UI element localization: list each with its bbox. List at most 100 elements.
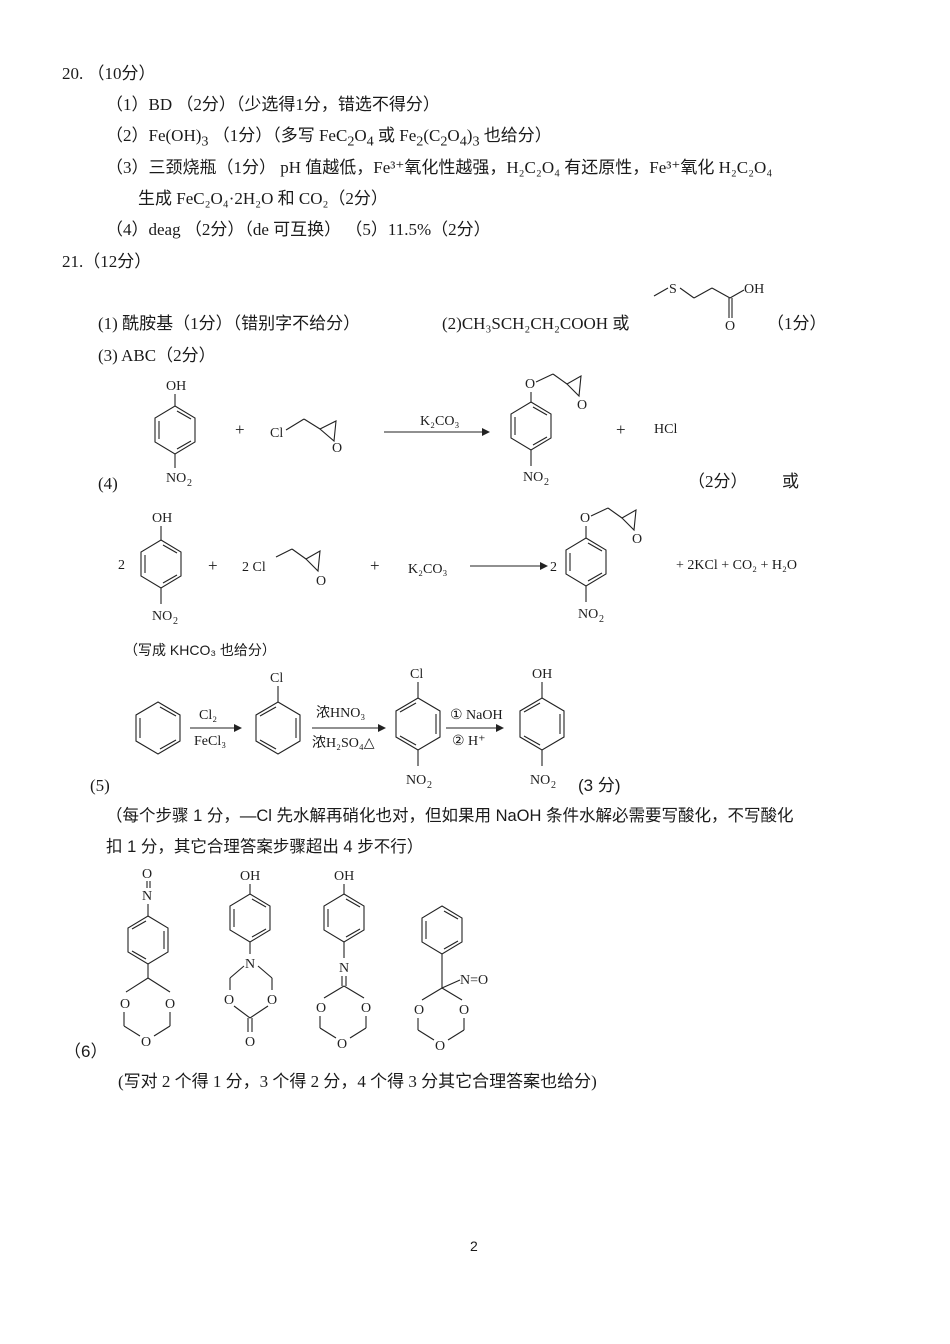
svg-text:Cl: Cl bbox=[270, 426, 283, 441]
svg-text:O: O bbox=[267, 993, 277, 1008]
svg-text:N: N bbox=[245, 957, 255, 972]
svg-text:NO: NO bbox=[578, 607, 598, 622]
reagent-k2co3: K₂CO₃ bbox=[420, 414, 460, 429]
step1-catalyst: FeCl₃ bbox=[194, 734, 227, 749]
svg-text:O: O bbox=[632, 532, 642, 547]
svg-text:O: O bbox=[316, 1001, 326, 1016]
svg-text:OH: OH bbox=[744, 282, 764, 297]
q21-part4-score: （2分） bbox=[688, 472, 748, 491]
alt-products: + 2KCl + CO₂ + H₂O bbox=[676, 558, 797, 573]
svg-text:Cl: Cl bbox=[270, 671, 283, 686]
reaction-arrow bbox=[446, 724, 504, 732]
structure-benzene bbox=[135, 701, 181, 755]
plus-sign: + bbox=[616, 420, 626, 439]
svg-text:O: O bbox=[459, 1003, 469, 1018]
reagent-k2co3-alt: K₂CO₃ bbox=[408, 562, 448, 577]
svg-text:N=O: N=O bbox=[460, 973, 488, 988]
svg-text:O: O bbox=[245, 1035, 255, 1050]
svg-text:O: O bbox=[142, 867, 152, 882]
isomer-1-nitroso-phenyl-trioxane: O N O O O bbox=[120, 867, 175, 1050]
svg-text:2: 2 bbox=[599, 614, 604, 625]
reaction-arrow bbox=[312, 724, 386, 732]
svg-text:NO: NO bbox=[152, 609, 172, 624]
svg-text:2: 2 bbox=[173, 616, 178, 627]
svg-text:OH: OH bbox=[152, 511, 172, 526]
plus-sign: + bbox=[235, 420, 245, 439]
svg-text:O: O bbox=[332, 441, 342, 456]
svg-text:O: O bbox=[224, 993, 234, 1008]
q20-part4-5: （4）deag （2分）（de 可互换） （5）11.5%（2分） bbox=[106, 220, 491, 239]
svg-text:OH: OH bbox=[166, 379, 186, 394]
q21-part5-note-line1: （每个步骤 1 分，—Cl 先水解再硝化也对，但如果用 NaOH 条件水解必需要… bbox=[106, 807, 794, 825]
svg-text:2: 2 bbox=[551, 780, 556, 791]
svg-text:O: O bbox=[120, 997, 130, 1012]
svg-text:2: 2 bbox=[544, 477, 549, 488]
svg-text:O: O bbox=[577, 398, 587, 413]
structure-methylthiopropanoic-acid: S OH O bbox=[653, 282, 764, 334]
svg-text:OH: OH bbox=[334, 869, 354, 884]
reaction-arrow bbox=[470, 562, 548, 570]
step3-acidify: ② H⁺ bbox=[452, 734, 486, 749]
q20-part3-line1: （3）三颈烧瓶（1分） pH 值越低，Fe³⁺氧化性越强，H₂C₂O₄ 有还原性… bbox=[106, 158, 773, 177]
svg-text:O: O bbox=[361, 1001, 371, 1016]
byproduct-hcl: HCl bbox=[654, 422, 678, 437]
q21-part6-label: （6） bbox=[64, 1042, 108, 1061]
svg-text:O: O bbox=[165, 997, 175, 1012]
q21-part3: (3) ABC（2分） bbox=[98, 346, 216, 365]
q20-part3-line2: 生成 FeC₂O₄·2H₂O 和 CO₂（2分） bbox=[138, 189, 388, 208]
structure-chlorobenzene: Cl bbox=[255, 671, 301, 755]
svg-text:OH: OH bbox=[240, 869, 260, 884]
q20-part2: （2）Fe(OH)3 （1分）（多写 FeC2O4 或 Fe2(C2O4)3 也… bbox=[106, 126, 552, 150]
q21-part4-label: (4) bbox=[98, 474, 118, 493]
svg-text:O: O bbox=[525, 377, 535, 392]
step2-conditions: 浓H₂SO₄△ bbox=[312, 736, 375, 751]
reaction-arrow bbox=[190, 724, 242, 732]
svg-text:S: S bbox=[669, 282, 677, 297]
coef-product: 2 bbox=[550, 560, 557, 575]
svg-text:O: O bbox=[337, 1037, 347, 1052]
svg-text:O: O bbox=[141, 1035, 151, 1050]
reaction-arrow bbox=[384, 428, 490, 436]
coef-epichlorohydrin: 2 Cl bbox=[242, 560, 266, 575]
isomer-4-phenyl-nitroso-trioxane: N=O O O O bbox=[414, 905, 488, 1054]
structure-epichlorohydrin: Cl O bbox=[270, 418, 342, 456]
page-number: 2 bbox=[470, 1238, 478, 1254]
structure-epichlorohydrin-alt: O bbox=[275, 548, 326, 589]
svg-text:N: N bbox=[142, 889, 152, 904]
q21-part4-or: 或 bbox=[782, 472, 799, 491]
q20-part1: （1）BD （2分）（少选得1分，错选不得分） bbox=[106, 95, 440, 114]
plus-sign: + bbox=[370, 556, 380, 575]
svg-text:O: O bbox=[580, 511, 590, 526]
plus-sign: + bbox=[208, 556, 218, 575]
coef-phenol: 2 bbox=[118, 558, 125, 573]
q21-part5-note-line2: 扣 1 分，其它合理答案步骤超出 4 步不行） bbox=[106, 838, 424, 856]
svg-text:NO: NO bbox=[406, 773, 426, 788]
step1-reagent: Cl₂ bbox=[199, 708, 218, 723]
svg-text:2: 2 bbox=[187, 478, 192, 489]
q21-part5-label: (5) bbox=[90, 776, 110, 795]
svg-text:N: N bbox=[339, 961, 349, 976]
svg-text:NO: NO bbox=[166, 471, 186, 486]
svg-text:NO: NO bbox=[530, 773, 550, 788]
svg-text:O: O bbox=[316, 574, 326, 589]
svg-text:O: O bbox=[725, 319, 735, 334]
svg-text:OH: OH bbox=[532, 667, 552, 682]
q20-header: 20. （10分） bbox=[62, 64, 156, 83]
q21-part1: (1) 酰胺基（1分）（错别字不给分） bbox=[98, 314, 361, 333]
isomer-3-hydroxyphenyl-imino-trioxane: OH N O O O bbox=[316, 869, 371, 1052]
q21-part5-score: (3 分) bbox=[578, 776, 621, 795]
q21-part2: (2)CH₃SCH₂CH₂COOH 或 bbox=[442, 314, 630, 333]
svg-text:NO: NO bbox=[523, 470, 543, 485]
step3-reagent: ① NaOH bbox=[450, 708, 503, 723]
q21-header: 21.（12分） bbox=[62, 252, 152, 271]
svg-text:Cl: Cl bbox=[410, 667, 423, 682]
svg-text:2: 2 bbox=[427, 780, 432, 791]
q21-part4-note: （写成 KHCO₃ 也给分） bbox=[124, 642, 276, 658]
q21-part6-note: (写对 2 个得 1 分，3 个得 2 分，4 个得 3 分其它合理答案也给分) bbox=[118, 1072, 597, 1091]
svg-text:O: O bbox=[435, 1039, 445, 1054]
svg-text:O: O bbox=[414, 1003, 424, 1018]
